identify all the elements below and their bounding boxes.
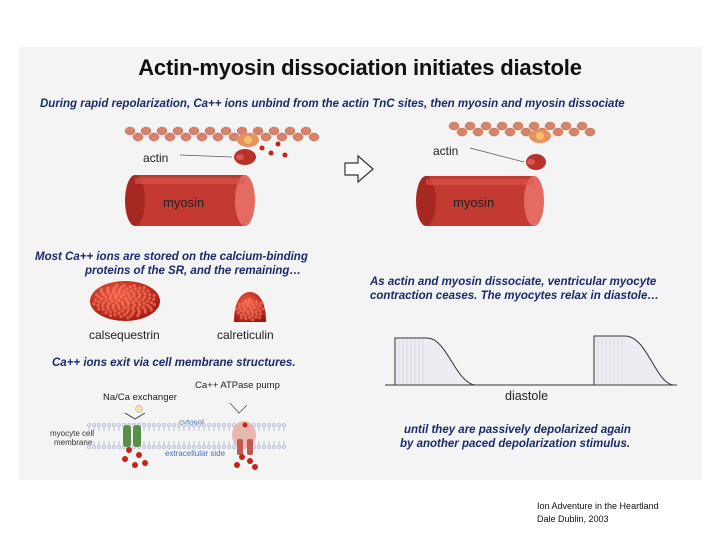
calsequestrin-label: calsequestrin (89, 328, 160, 342)
calsequestrin-protein (90, 281, 160, 321)
myosin-head-right (526, 154, 546, 170)
actin-filament-right (448, 121, 596, 137)
caption-exit: Ca++ ions exit via cell membrane structu… (52, 357, 296, 369)
diastole-label: diastole (505, 389, 549, 403)
myosin-cylinder-left (125, 175, 255, 226)
calcium-ion (275, 141, 281, 147)
membrane-label-line2: membrane (54, 438, 93, 447)
caption-storage: Most Ca++ ions are stored on the calcium… (35, 250, 365, 278)
figure-panel (19, 47, 702, 480)
myosin-cylinder-right (416, 176, 544, 226)
membrane-transport-illustration (87, 402, 286, 470)
myosin-label-left: myosin (163, 195, 205, 210)
atpase-pump-protein (229, 402, 256, 455)
atpase-pump-label: Ca++ ATPase pump (195, 380, 280, 391)
right-arrow-outline-icon (344, 154, 374, 184)
credit: Ion Adventure in the Heartland Dale Dubl… (537, 500, 659, 526)
caption-relax-line2: contraction ceases. The myocytes relax i… (370, 290, 659, 302)
troponin-complex-left (237, 133, 259, 147)
actin-filament-left (124, 126, 320, 142)
caption-storage-line2: proteins of the SR, and the remaining… (85, 265, 301, 277)
calcium-ion (259, 145, 265, 151)
actin-myosin-right-illustration (416, 121, 596, 226)
caption-depol-line2: by another paced depolarization stimulus… (400, 438, 631, 450)
calcium-ion (268, 150, 274, 156)
actin-label-right: actin (433, 144, 459, 158)
myosin-label-right: myosin (453, 195, 495, 210)
caption-storage-line1: Most Ca++ ions are stored on the calcium… (35, 251, 308, 263)
calcium-ions-exiting (122, 422, 258, 470)
extracellular-label: extracellular side (165, 449, 226, 458)
actin-label-left: actin (143, 151, 169, 165)
credit-line2: Dale Dublin, 2003 (537, 514, 609, 524)
diastole-waveform (385, 335, 677, 386)
caption-depol-line1: until they are passively depolarized aga… (404, 424, 631, 436)
caption-relax-line1: As actin and myosin dissociate, ventricu… (370, 276, 657, 288)
caption-top: During rapid repolarization, Ca++ ions u… (40, 98, 625, 110)
naca-exchanger-label: Na/Ca exchanger (103, 392, 177, 403)
lipid-bilayer (87, 423, 286, 450)
page-title: Actin-myosin dissociation initiates dias… (138, 55, 582, 80)
membrane-label-line1: myocyte cell (50, 429, 95, 438)
cytosol-label: cytosol (179, 418, 204, 427)
caption-depolarization: until they are passively depolarized aga… (400, 423, 700, 451)
caption-relax: As actin and myosin dissociate, ventricu… (370, 275, 700, 303)
actin-myosin-left-illustration (124, 126, 320, 226)
troponin-complex-right (529, 129, 551, 143)
calreticulin-label: calreticulin (217, 328, 274, 342)
membrane-label: myocyte cell membrane (50, 429, 94, 447)
myosin-head-left (234, 149, 256, 165)
naca-exchanger-protein (123, 405, 146, 447)
credit-line1: Ion Adventure in the Heartland (537, 501, 659, 511)
calcium-ion (282, 152, 288, 158)
calreticulin-protein (234, 292, 266, 322)
